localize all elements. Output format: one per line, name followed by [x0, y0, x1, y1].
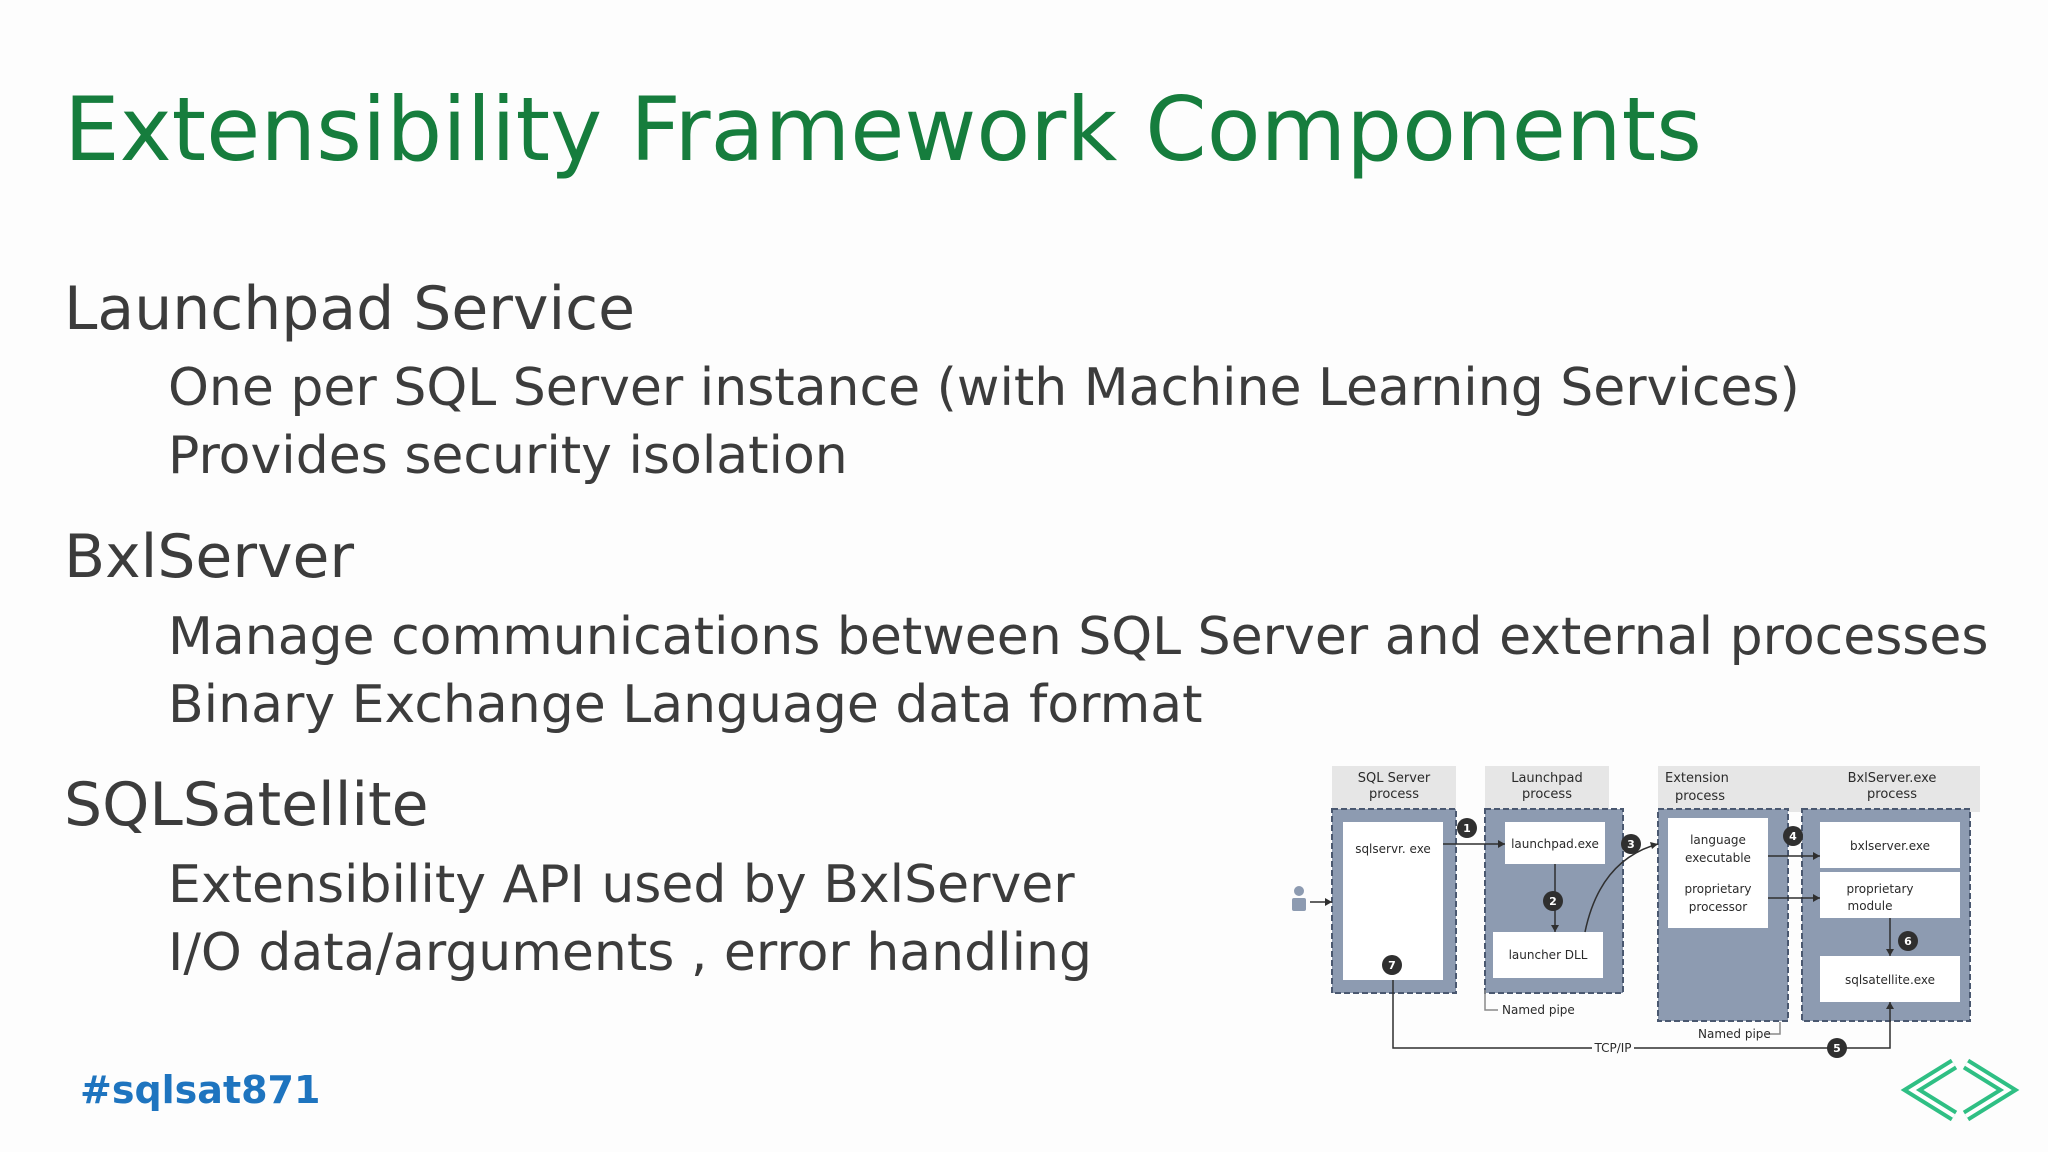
arrowhead-1	[1498, 840, 1505, 848]
launchpad-exe-box	[1505, 822, 1605, 864]
bullet-bxlserver-2: Binary Exchange Language data format	[168, 675, 1203, 735]
arrowhead-2	[1551, 925, 1559, 932]
tcpip-return-line	[1392, 980, 1891, 1049]
proprietary-module-line1: proprietary	[1847, 882, 1914, 896]
extension-header-line2: process	[1675, 789, 1725, 804]
tcpip-label-bg	[1592, 1041, 1634, 1055]
code-chevrons-logo-icon	[1900, 1058, 2020, 1122]
step-badge-4: 4	[1783, 826, 1803, 846]
language-executable-line1: language	[1690, 833, 1746, 847]
step-badge-5: 5	[1827, 1038, 1847, 1058]
sqlsatellite-exe-box	[1820, 956, 1960, 1002]
step-badge-7: 7	[1382, 955, 1402, 975]
svg-text:7: 7	[1388, 959, 1396, 972]
slide-title: Extensibility Framework Components	[64, 78, 1703, 181]
step-badge-2: 2	[1543, 891, 1563, 911]
named-pipe-2-leader	[1766, 1022, 1781, 1035]
bxlserver-exe-label: bxlserver.exe	[1850, 839, 1930, 853]
launchpad-exe-label: launchpad.exe	[1511, 837, 1599, 851]
bullet-sqlsatellite-2: I/O data/arguments , error handling	[168, 923, 1092, 983]
heading-launchpad-service: Launchpad Service	[64, 274, 636, 344]
arrow-launcher-extension	[1584, 843, 1659, 933]
svg-text:2: 2	[1549, 895, 1557, 908]
sqlservr-box	[1343, 822, 1443, 980]
bxlserver-header-line2: process	[1867, 787, 1917, 802]
arrowhead-5	[1813, 894, 1820, 902]
proprietary-module-box	[1820, 872, 1960, 918]
tcpip-label: TCP/IP	[1593, 1041, 1631, 1055]
extension-header-bg	[1658, 766, 1980, 812]
proprietary-processor-line1: proprietary	[1685, 882, 1752, 896]
step-badge-6: 6	[1898, 931, 1918, 951]
language-executable-line2: executable	[1685, 851, 1751, 865]
bxlserver-exe-box	[1820, 822, 1960, 868]
proprietary-processor-line2: processor	[1689, 900, 1747, 914]
bullet-sqlsatellite-1: Extensibility API used by BxlServer	[168, 855, 1075, 915]
named-pipe-1-leader	[1484, 990, 1498, 1011]
bullet-bxlserver-1: Manage communications between SQL Server…	[168, 607, 1989, 667]
step-badge-1: 1	[1457, 818, 1477, 838]
language-executable-box	[1668, 818, 1768, 928]
bullet-launchpad-1: One per SQL Server instance (with Machin…	[168, 358, 1800, 418]
bxlserver-header-line1: BxlServer.exe	[1848, 771, 1937, 786]
named-pipe-2-label: Named pipe	[1698, 1027, 1771, 1041]
svg-text:1: 1	[1463, 822, 1471, 835]
arrowhead-3	[1650, 842, 1658, 849]
arrowhead-7	[1886, 1002, 1894, 1009]
svg-text:6: 6	[1904, 935, 1912, 948]
heading-sqlsatellite: SQLSatellite	[64, 770, 429, 840]
event-hashtag: #sqlsat871	[80, 1068, 321, 1112]
sqlserver-header-line2: process	[1369, 787, 1419, 802]
launcher-dll-box	[1493, 932, 1603, 978]
launcher-dll-label: launcher DLL	[1509, 948, 1588, 962]
launchpad-header-line2: process	[1522, 787, 1572, 802]
proprietary-module-line2: module	[1848, 899, 1893, 913]
bullet-launchpad-2: Provides security isolation	[168, 426, 848, 486]
sqlserver-header-line1: SQL Server	[1358, 771, 1431, 786]
svg-text:4: 4	[1789, 830, 1797, 843]
extension-header-line1: Extension	[1665, 771, 1729, 786]
arrowhead-user	[1325, 898, 1332, 906]
named-pipe-1-label: Named pipe	[1502, 1003, 1575, 1017]
launchpad-header-line1: Launchpad	[1511, 771, 1583, 786]
svg-text:3: 3	[1627, 838, 1635, 851]
launchpad-header-bg	[1485, 766, 1609, 812]
arrowhead-6	[1886, 949, 1894, 956]
step-badge-3: 3	[1621, 834, 1641, 854]
sqlserver-header-bg	[1332, 766, 1456, 812]
svg-text:5: 5	[1833, 1042, 1841, 1055]
architecture-diagram: SQL Server process Launchpad process Ext…	[1292, 766, 1980, 1058]
arrowhead-4	[1813, 852, 1820, 860]
user-icon	[1292, 886, 1306, 911]
sqlservr-label: sqlservr. exe	[1355, 842, 1431, 856]
heading-bxlserver: BxlServer	[64, 522, 355, 592]
sqlsatellite-exe-label: sqlsatellite.exe	[1845, 973, 1935, 987]
